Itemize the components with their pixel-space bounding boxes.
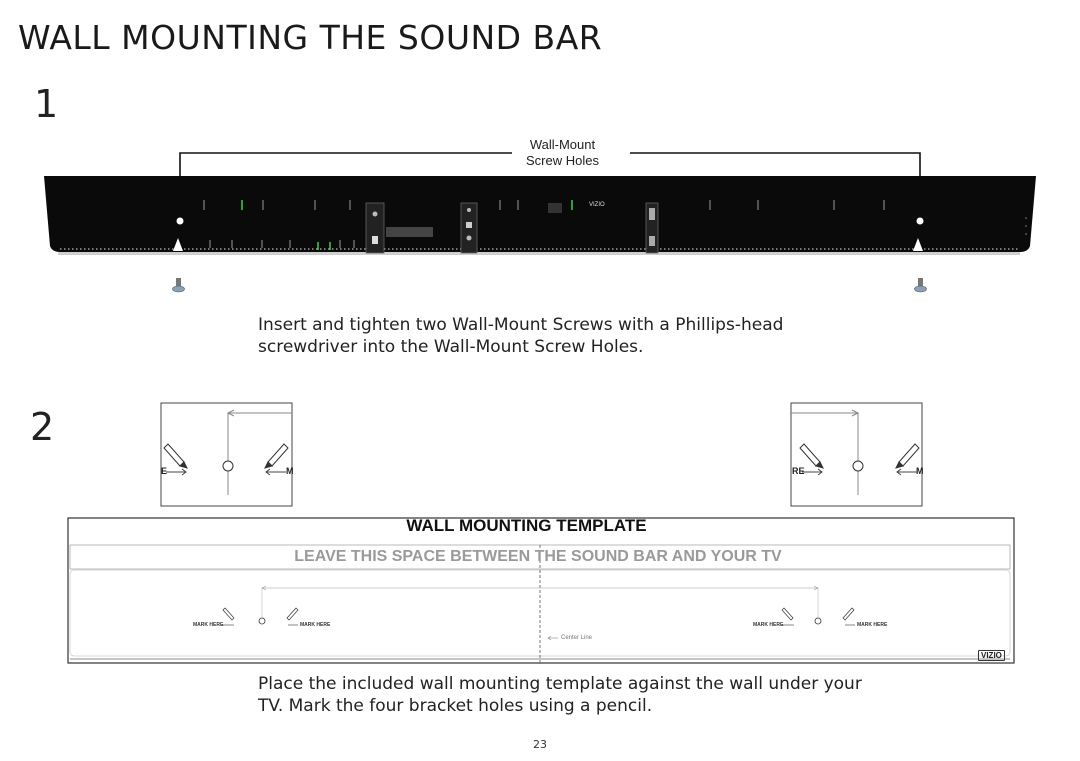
arrow-up-left bbox=[173, 238, 183, 251]
template-space-label: LEAVE THIS SPACE BETWEEN THE SOUND BAR A… bbox=[294, 548, 782, 565]
step-1-number: 1 bbox=[34, 82, 59, 126]
template-title: WALL MOUNTING TEMPLATE bbox=[406, 516, 647, 535]
step-2-instruction: Place the included wall mounting templat… bbox=[258, 674, 862, 716]
pencil-icon bbox=[264, 443, 289, 469]
step-1-instruction: Insert and tighten two Wall-Mount Screws… bbox=[258, 315, 784, 357]
pencil-icon bbox=[799, 443, 824, 469]
sound-bar-brand-logo: VIZIO bbox=[589, 202, 605, 208]
sound-bar-image bbox=[44, 176, 1036, 255]
callout-line-2: Screw Holes bbox=[526, 153, 599, 168]
pencil-icon bbox=[163, 443, 188, 469]
mark-here-label: MARK HERE bbox=[857, 622, 888, 628]
pencil-icon bbox=[895, 443, 920, 469]
mark-here-label: MARK HERE bbox=[193, 622, 224, 628]
template-brand-logo: VIZIO bbox=[978, 650, 1005, 661]
wall-mounting-template bbox=[67, 517, 1015, 664]
detail-left-label-b: M bbox=[286, 466, 294, 476]
screw-hole-left bbox=[176, 217, 184, 225]
center-line-label: Center Line bbox=[561, 635, 593, 641]
page-title: WALL MOUNTING THE SOUND BAR bbox=[18, 18, 603, 57]
detail-right-label-b: M bbox=[916, 466, 924, 476]
template-detail-left bbox=[160, 402, 293, 507]
page-number: 23 bbox=[533, 738, 547, 751]
arrow-up-right bbox=[913, 238, 923, 251]
callout-line-1: Wall-Mount bbox=[529, 137, 596, 152]
screw-hole-right bbox=[916, 217, 924, 225]
screw-holes-callout-label: Wall-Mount Screw Holes bbox=[500, 137, 625, 169]
pencil-icon bbox=[222, 607, 855, 621]
mark-here-label: MARK HERE bbox=[300, 622, 331, 628]
led-indicators bbox=[241, 200, 573, 250]
wall-mount-screw-left-icon bbox=[172, 278, 185, 293]
mark-here-label: MARK HERE bbox=[753, 622, 784, 628]
detail-right-label-a: RE bbox=[792, 466, 805, 476]
wall-mount-screw-right-icon bbox=[914, 278, 927, 293]
detail-left-label-a: E bbox=[161, 466, 168, 476]
step-2-number: 2 bbox=[30, 405, 55, 449]
